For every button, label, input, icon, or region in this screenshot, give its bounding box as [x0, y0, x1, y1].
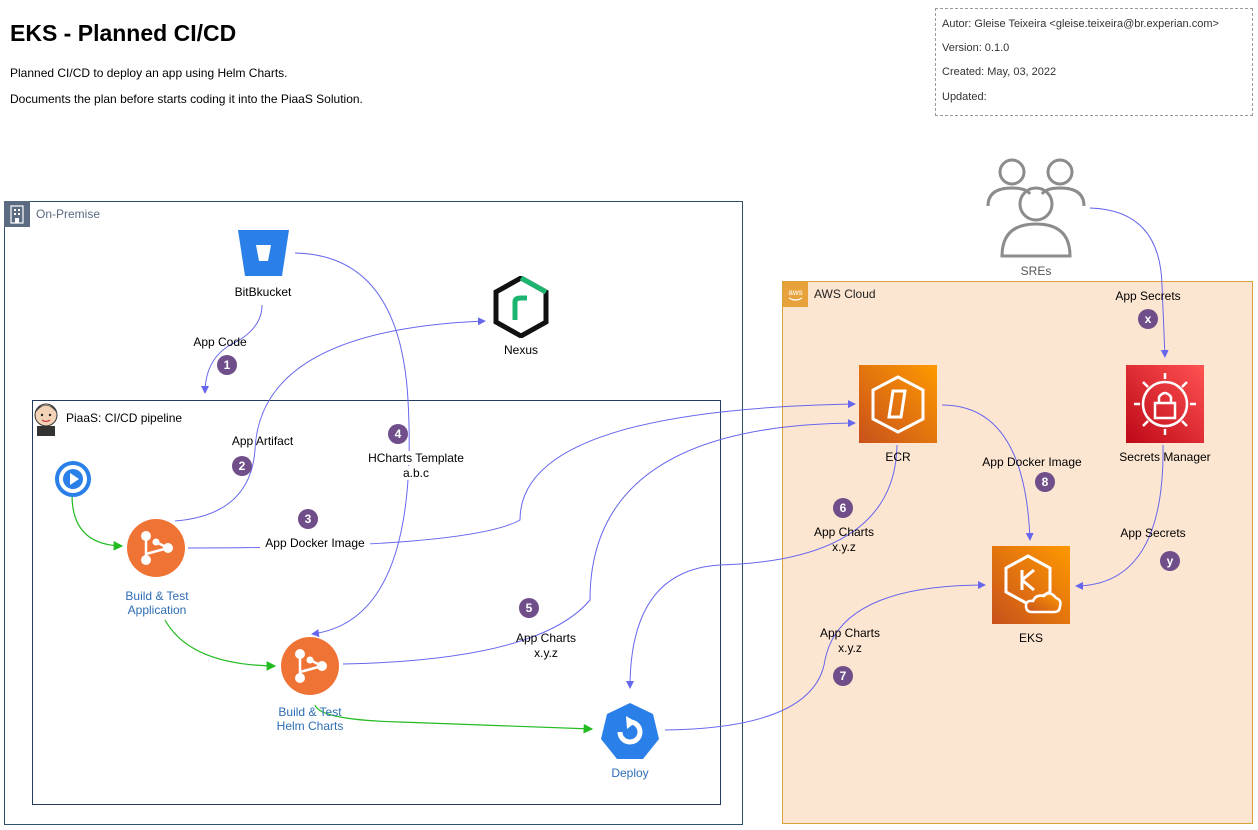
edge-deploy-to-eks	[664, 581, 986, 731]
bitbucket-label: BitBkucket	[234, 285, 292, 299]
step-badge-5: 5	[519, 598, 539, 618]
build-app-label-2: Application	[127, 603, 187, 617]
edge-sres-to-secrets	[1089, 207, 1169, 358]
eks-icon[interactable]	[992, 546, 1070, 624]
edge-label-app-charts-6: App Charts	[813, 525, 875, 539]
edge-label-app-charts-5-version: x.y.z	[534, 646, 558, 660]
step-badge-x: x	[1138, 309, 1158, 329]
edge-ecr-to-deploy	[626, 444, 898, 689]
piaas-label: PiaaS: CI/CD pipeline	[66, 411, 183, 425]
edge-label-hcharts-version: a.b.c	[380, 466, 452, 480]
secrets-manager-icon[interactable]	[1126, 365, 1204, 443]
users-icon	[984, 156, 1088, 260]
edge-label-app-artifact: App Artifact	[231, 434, 294, 448]
edge-label-app-code: App Code	[193, 335, 247, 349]
play-icon[interactable]	[55, 461, 91, 497]
meta-version: Version: 0.1.0	[942, 42, 1010, 54]
eks-label: EKS	[1018, 631, 1043, 645]
page-title: EKS - Planned CI/CD	[10, 20, 237, 46]
step-badge-4: 4	[388, 424, 408, 444]
edge-label-app-charts-7: App Charts	[819, 626, 881, 640]
ecr-label: ECR	[885, 450, 911, 464]
meta-updated: Updated:	[942, 91, 987, 103]
edge-label-app-docker-image: App Docker Image	[260, 536, 370, 550]
edge-start-to-build-app	[71, 494, 124, 551]
build-helm-label-1: Build & Test	[278, 705, 342, 719]
ecr-icon[interactable]	[859, 365, 937, 443]
jenkins-icon	[33, 401, 59, 437]
deploy-label: Deploy	[611, 766, 649, 780]
edge-build-to-ecr	[187, 400, 856, 549]
bitbucket-icon	[236, 228, 291, 278]
step-badge-2: 2	[232, 456, 252, 476]
description-line-1: Planned CI/CD to deploy an app using Hel…	[10, 66, 288, 80]
edge-bitbucket-to-build	[201, 304, 263, 394]
edge-build-app-to-build-helm	[164, 619, 277, 671]
step-badge-y: y	[1160, 551, 1180, 571]
build-helm-label-2: Helm Charts	[276, 719, 344, 733]
edge-bitbucket-to-helm	[294, 252, 410, 638]
build-app-label-1: Build & Test	[125, 589, 189, 603]
edge-label-app-charts-6-version: x.y.z	[832, 540, 856, 554]
edge-build-to-nexus	[174, 317, 486, 522]
building-icon	[4, 201, 30, 227]
edge-label-app-secrets-y: App Secrets	[1120, 526, 1186, 540]
on-premise-group	[4, 201, 743, 825]
nexus-icon	[493, 275, 549, 339]
build-app-icon[interactable]	[126, 518, 186, 578]
nexus-label: Nexus	[503, 343, 538, 357]
deploy-icon[interactable]	[600, 702, 660, 762]
meta-author: Autor: Gleise Teixeira <gleise.teixeira@…	[942, 18, 1219, 30]
secrets-manager-label: Secrets Manager	[1119, 450, 1211, 464]
edge-label-hcharts-template: HCharts Template	[360, 451, 472, 465]
edge-label-app-docker-image-8: App Docker Image	[982, 455, 1082, 469]
aws-cloud-label: AWS Cloud	[814, 287, 876, 301]
edge-label-app-charts-7-version: x.y.z	[838, 641, 862, 655]
build-helm-icon[interactable]	[280, 636, 340, 696]
svg-text:aws: aws	[788, 288, 802, 297]
meta-created: Created: May, 03, 2022	[942, 66, 1057, 78]
edge-ecr-to-eks	[941, 404, 1034, 541]
on-premise-label: On-Premise	[36, 207, 101, 221]
description-line-2: Documents the plan before starts coding …	[10, 92, 363, 106]
sres-label: SREs	[1020, 264, 1052, 278]
metadata-box: Autor: Gleise Teixeira <gleise.teixeira@…	[935, 8, 1253, 116]
edge-label-app-charts-5: App Charts	[515, 631, 577, 645]
step-badge-8: 8	[1035, 472, 1055, 492]
step-badge-1: 1	[217, 355, 237, 375]
edge-label-app-secrets-x: App Secrets	[1115, 289, 1181, 303]
edge-helm-to-ecr	[342, 419, 856, 665]
edge-secrets-to-eks	[1075, 444, 1164, 590]
piaas-pipeline-group	[32, 400, 721, 805]
step-badge-6: 6	[833, 498, 853, 518]
edge-build-helm-to-deploy	[314, 704, 594, 734]
aws-logo-icon: aws	[783, 282, 808, 307]
step-badge-3: 3	[298, 509, 318, 529]
step-badge-7: 7	[833, 666, 853, 686]
